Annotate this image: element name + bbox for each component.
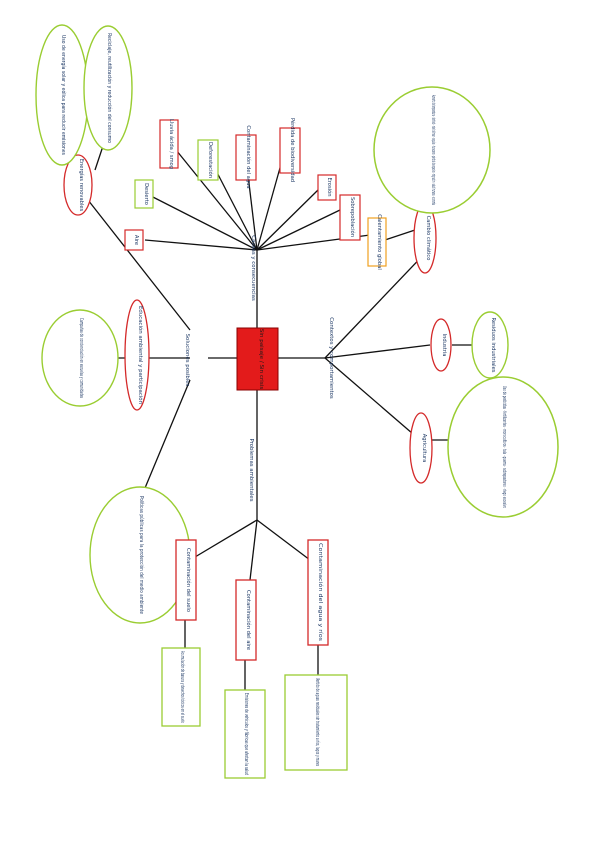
bottom-red-box-2: Contaminación del aire xyxy=(235,579,257,661)
right-green-ellipse-2: Uso de pesticidas · fertilizantes · mono… xyxy=(447,376,559,518)
left-green-text: Campañas de concienciación en escuelas y… xyxy=(78,318,85,398)
top-box-label: Erosión xyxy=(326,177,333,196)
top-left-green-text-1: Uso de energía solar y eólica para reduc… xyxy=(60,35,67,155)
right-green-ellipse-1: Residuos industriales xyxy=(471,311,509,379)
top-box-label: Desierto xyxy=(143,183,149,205)
bottom-green-text-2: Emisiones de vehículos y fábricas que af… xyxy=(243,693,250,775)
left-red-ellipse: Educación ambiental y participación xyxy=(124,299,150,411)
left-green-ellipse: Campañas de concienciación en escuelas y… xyxy=(41,309,119,407)
bottom-green-text-3: Vertido de aguas residuales sin tratamie… xyxy=(314,678,321,766)
top-box-label: Lluvia ácida / smog xyxy=(168,119,175,169)
top-box-label: Pérdida de biodiversidad xyxy=(289,118,296,182)
bottom-green-box-3: Vertido de aguas residuales sin tratamie… xyxy=(284,674,348,771)
top-right-green-text: Aumento de temperatura · deshielo · nive… xyxy=(430,95,437,205)
right-red-ellipse-1: Industria xyxy=(430,318,452,372)
right-red-ellipse-2: Agricultura xyxy=(409,412,433,484)
top-box: Aire xyxy=(124,229,144,251)
top-left-red-ellipse: Energías renovables xyxy=(63,154,93,216)
right-red-label-2: Agricultura xyxy=(421,434,427,463)
center-label: Sin paisaje / Sin crisis xyxy=(258,329,264,390)
top-left-green-text-2: Reciclaje, reutilización y reducción del… xyxy=(106,33,113,143)
top-box-label: Aire xyxy=(133,235,139,245)
top-left-red-label: Energías renovables xyxy=(78,159,85,212)
top-box: Pérdida de biodiversidad xyxy=(279,118,301,182)
bottom-green-box-2: Emisiones de vehículos y fábricas que af… xyxy=(224,689,266,779)
top-right-green-ellipse: Aumento de temperatura · deshielo · nive… xyxy=(373,86,491,214)
center-node: Sin paisaje / Sin crisis xyxy=(236,327,279,391)
connector-lines xyxy=(59,139,475,690)
edge-label-left: Soluciones posibles xyxy=(184,334,190,387)
top-right-red-label: Cambio climático xyxy=(425,216,432,261)
bottom-red-label-2: Contaminación del aire xyxy=(245,590,252,650)
top-box-label: Contaminación del agua xyxy=(245,125,252,188)
bottom-red-box-1: Contaminación del suelo xyxy=(175,539,197,621)
top-box: Deforestación xyxy=(197,139,219,181)
top-box-label: Deforestación xyxy=(207,142,214,178)
top-box: Desierto xyxy=(134,179,154,209)
bottom-red-label-3: Contaminación del agua y ríos xyxy=(317,543,324,641)
bottom-red-box-3: Contaminación del agua y ríos xyxy=(307,539,329,646)
edge-label-right: Contextos y comportamientos xyxy=(328,317,334,399)
right-green-text-1: Residuos industriales xyxy=(490,318,496,373)
top-left-green-ellipse-1: Uso de energía solar y eólica para reduc… xyxy=(35,24,89,166)
top-box-label: Calentamiento global xyxy=(376,214,382,270)
left-bottom-green-text: Políticas públicas para la protección de… xyxy=(138,496,145,614)
right-red-label-1: Industria xyxy=(441,334,447,357)
top-box: Calentamiento global xyxy=(367,214,387,270)
bottom-green-text-1: Acumulación de basura y desechos tóxicos… xyxy=(179,651,186,723)
top-box: Lluvia ácida / smog xyxy=(159,119,179,169)
edge-label-bottom: Problemas ambientales xyxy=(248,438,254,501)
top-box: Erosión xyxy=(317,174,337,201)
top-left-green-ellipse-2: Reciclaje, reutilización y reducción del… xyxy=(83,25,133,151)
top-box-label: Sobrepoblación xyxy=(349,197,356,237)
edge-label-top: Causas y consecuencias xyxy=(250,235,256,301)
top-box: Sobrepoblación xyxy=(339,194,361,241)
bottom-red-label-1: Contaminación del suelo xyxy=(185,548,192,612)
bottom-green-box-1: Acumulación de basura y desechos tóxicos… xyxy=(161,647,201,727)
left-red-label: Educación ambiental y participación xyxy=(137,306,144,404)
right-green-text-2: Uso de pesticidas · fertilizantes · mono… xyxy=(501,386,507,508)
left-bottom-green-ellipse: Políticas públicas para la protección de… xyxy=(89,486,191,624)
top-box: Contaminación del agua xyxy=(235,125,257,189)
